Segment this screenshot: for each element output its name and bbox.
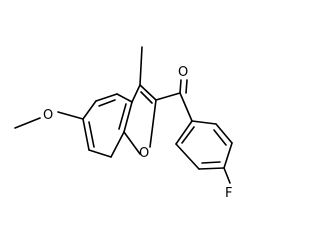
- bond-carbonyl-phenyl: [179, 92, 193, 122]
- bond-c3-methyl: [139, 46, 143, 86]
- bond-c4-c5: [95, 93, 118, 102]
- bond-c6-c7-inner: [88, 121, 95, 148]
- bond-carbonyl-o: [179, 79, 182, 94]
- molecule-structure-canvas: O O O F: [14, 46, 233, 201]
- bond-ph4-ph5: [198, 167, 225, 170]
- bond-c3-c2: [139, 84, 157, 101]
- bond-c4-c5-inner: [98, 99, 116, 107]
- bond-methoxy-o-ch3: [14, 117, 41, 129]
- bond-o1-c7a: [123, 131, 141, 155]
- fluorine-label: F: [225, 186, 232, 201]
- bond-c7a-c3a-inner: [118, 103, 127, 130]
- bond-c7a-c3a: [123, 101, 133, 133]
- bond-ph4-ph5-inner: [201, 161, 221, 164]
- bond-ph5-ph6: [175, 143, 200, 170]
- bond-ph6-ph1-inner: [181, 126, 195, 144]
- bond-ph4-fluorine: [223, 167, 231, 184]
- bond-ph6-ph1: [175, 120, 193, 145]
- bond-ph2-ph3-inner: [213, 129, 227, 146]
- molecule-diagram: O O O F: [14, 46, 233, 201]
- carbonyl-oxygen-label: O: [178, 65, 188, 80]
- bond-c2-o1: [149, 99, 157, 148]
- bond-c5-c6: [82, 100, 97, 120]
- bond-c3a-c4: [116, 93, 133, 103]
- bond-ph2-ph3: [215, 123, 233, 144]
- bond-c2-carbonyl: [155, 92, 181, 101]
- bond-carbonyl-o-double: [185, 79, 188, 94]
- bond-c3a-c3: [131, 84, 141, 103]
- ring-oxygen-label: O: [139, 146, 149, 161]
- bond-ph1-ph2: [191, 120, 217, 125]
- bond-c6-methoxy-o: [57, 111, 84, 120]
- bond-c6-c7: [82, 118, 90, 151]
- methoxy-oxygen-label: O: [43, 108, 53, 123]
- bond-ph3-ph4: [223, 142, 233, 169]
- bond-c8-c7a: [110, 131, 125, 158]
- bond-c3-c2-inner: [140, 91, 153, 104]
- bond-c7-c8: [88, 149, 112, 158]
